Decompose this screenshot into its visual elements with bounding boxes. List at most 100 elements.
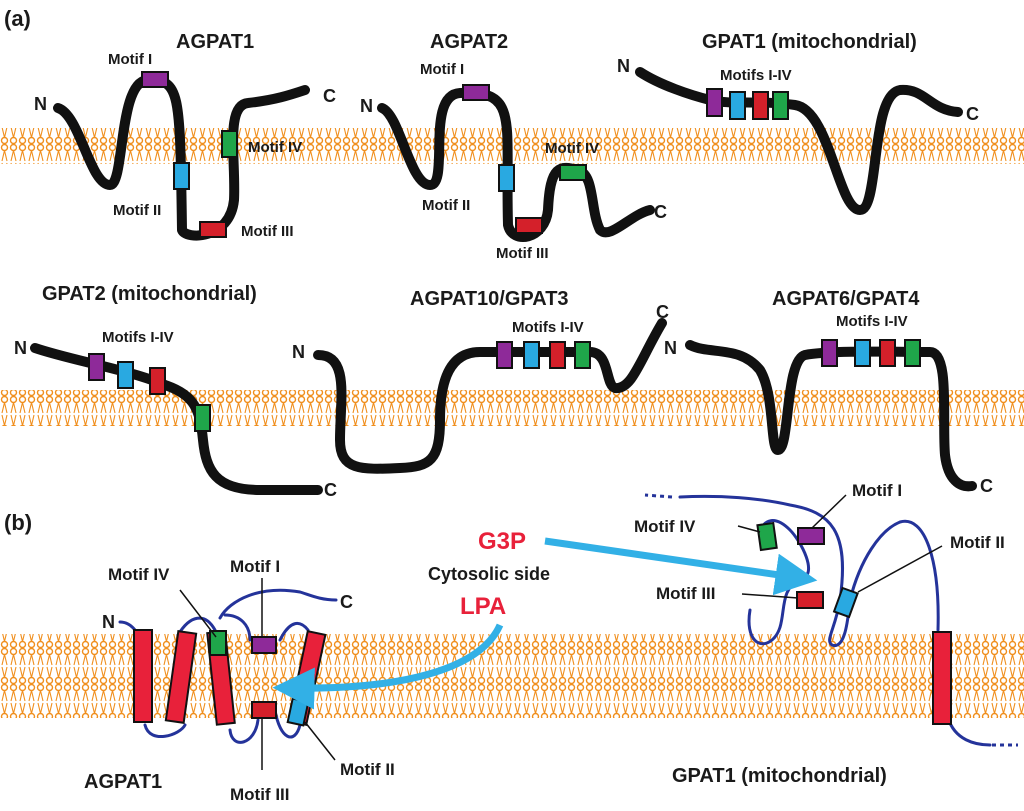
gpat1-b-motif-ii-leader — [857, 545, 943, 593]
agpat1-topology: AGPAT1 N C Motif I Motif II Motif III Mo… — [34, 31, 336, 241]
agpat1-b-motif-i — [251, 636, 277, 654]
agpat1-motif-iv — [221, 130, 238, 158]
agpat1-motif-ii-label: Motif II — [113, 202, 161, 219]
agpat2-n-terminus: N — [360, 96, 373, 116]
gpat1-b-motif-iv-leader — [737, 525, 761, 533]
membrane-b — [0, 634, 1024, 718]
agpat1-b-n-terminus: N — [102, 612, 115, 632]
agpat2-topology: AGPAT2 N C Motif I Motif II Motif III Mo… — [360, 31, 667, 262]
gpat1-b-motif-iii-label: Motif III — [656, 584, 715, 603]
agpat1-helix-2 — [164, 630, 198, 724]
agpat1-b-motif-iv-leader — [179, 589, 217, 638]
agpat2-motif-iv-label: Motif IV — [545, 140, 599, 157]
agpat1-motif-i — [141, 71, 169, 88]
gpat1-structure: Motif I Motif IV Motif II Motif III GPAT… — [634, 481, 1018, 787]
agpat2-motif-ii — [498, 164, 515, 192]
agpat10-motif-ii — [523, 341, 540, 369]
agpat2-motif-i-label: Motif I — [420, 61, 464, 78]
agpat10-gpat3-topology: AGPAT10/GPAT3 N C Motifs I-IV — [292, 288, 669, 474]
gpat1-b-motif-i-label: Motif I — [852, 481, 902, 500]
agpat1-c-terminus: C — [323, 86, 336, 106]
agpat10-motif-iv — [574, 341, 591, 369]
agpat2-title: AGPAT2 — [430, 31, 508, 53]
agpat6-motif-i — [821, 339, 838, 367]
agpat1-b-motif-iv-label: Motif IV — [108, 565, 170, 584]
gpat1-head-dashed — [644, 493, 673, 499]
agpat2-motif-ii-label: Motif II — [422, 197, 470, 214]
cytosolic-side-label: Cytosolic side — [428, 564, 550, 584]
gpat2-motif-ii — [117, 361, 134, 389]
agpat6-motif-ii — [854, 339, 871, 367]
agpat6-gpat4-topology: AGPAT6/GPAT4 N C Motifs I-IV — [664, 288, 993, 496]
gpat1-b-motif-i — [797, 527, 825, 545]
agpat1-b-c-terminus: C — [340, 592, 353, 612]
gpat1-title: GPAT1 (mitochondrial) — [702, 31, 917, 53]
agpat1-b-title: AGPAT1 — [84, 771, 162, 793]
gpat1-b-motif-iii — [796, 591, 824, 609]
gpat1-b-motif-ii-label: Motif II — [950, 533, 1005, 552]
panel-b-label: (b) — [4, 510, 32, 535]
agpat1-chain — [53, 75, 310, 241]
agpat2-c-terminus: C — [654, 202, 667, 222]
gpat1-motif-iii — [752, 91, 769, 120]
agpat2-motif-iii — [515, 217, 543, 234]
g3p-arrow — [544, 537, 818, 596]
agpat1-b-motif-iv — [209, 630, 227, 656]
agpat1-b-motif-iii — [251, 701, 277, 719]
lpa-arrow — [272, 623, 504, 710]
gpat1-helix — [932, 631, 952, 725]
gpat2-motif-iii — [149, 367, 166, 395]
agpat1-helix-1 — [133, 629, 153, 723]
gpat2-n-terminus: N — [14, 338, 27, 358]
gpat1-b-motif-iii-leader — [741, 593, 799, 599]
agpat1-b-motif-i-label: Motif I — [230, 557, 280, 576]
gpat1-loop — [678, 494, 940, 647]
gpat2-c-terminus: C — [324, 480, 337, 500]
agpat10-n-terminus: N — [292, 342, 305, 362]
agpat2-motif-iv — [559, 164, 587, 181]
membrane-a-bottom — [0, 390, 1024, 426]
panel-a-label: (a) — [4, 6, 31, 31]
lpa-label: LPA — [460, 593, 506, 620]
agpat6-chain — [685, 340, 977, 492]
gpat1-topology: GPAT1 (mitochondrial) N C Motifs I-IV — [617, 31, 979, 215]
agpat1-b-motif-ii-label: Motif II — [340, 760, 395, 779]
gpat1-motif-ii — [729, 91, 746, 120]
agpat1-structure: N C Motif IV Motif I Motif III Motif II … — [84, 557, 395, 804]
gpat1-b-motif-iv — [756, 521, 778, 552]
agpat6-motifs-label: Motifs I-IV — [836, 313, 908, 330]
gpat1-b-motif-ii — [832, 586, 859, 619]
gpat2-motifs-label: Motifs I-IV — [102, 329, 174, 346]
agpat10-motifs-label: Motifs I-IV — [512, 319, 584, 336]
gpat1-b-motif-i-leader — [811, 494, 847, 529]
agpat6-motif-iv — [904, 339, 921, 367]
agpat1-b-motif-iii-label: Motif III — [230, 785, 289, 804]
gpat1-b-motif-iv-label: Motif IV — [634, 517, 696, 536]
agpat1-motif-ii — [173, 162, 190, 190]
gpat2-motif-iv — [194, 404, 211, 432]
agpat1-motif-iii-label: Motif III — [241, 223, 294, 240]
agpat2-motif-i — [462, 84, 490, 101]
agpat6-n-terminus: N — [664, 338, 677, 358]
agpat1-n-terminus: N — [34, 94, 47, 114]
gpat1-n-terminus: N — [617, 56, 630, 76]
gpat2-topology: GPAT2 (mitochondrial) N C Motifs I-IV — [14, 283, 337, 500]
agpat1-motif-iii — [199, 221, 227, 238]
gpat1-motif-iv — [772, 91, 789, 120]
agpat10-c-terminus: C — [656, 302, 669, 322]
agpat10-chain — [313, 318, 667, 474]
agpat10-motif-i — [496, 341, 513, 369]
agpat6-title: AGPAT6/GPAT4 — [772, 288, 920, 310]
agpat1-b-motif-ii-leader — [304, 721, 336, 761]
gpat1-motifs-label: Motifs I-IV — [720, 67, 792, 84]
gpat2-motif-i — [88, 353, 105, 381]
gpat1-b-title: GPAT1 (mitochondrial) — [672, 765, 887, 787]
agpat6-motif-iii — [879, 339, 896, 367]
gpat1-motif-i — [706, 88, 723, 117]
agpat1-motif-iv-label: Motif IV — [248, 139, 302, 156]
agpat6-c-terminus: C — [980, 476, 993, 496]
agpat10-title: AGPAT10/GPAT3 — [410, 288, 569, 310]
agpat10-motif-iii — [549, 341, 566, 369]
